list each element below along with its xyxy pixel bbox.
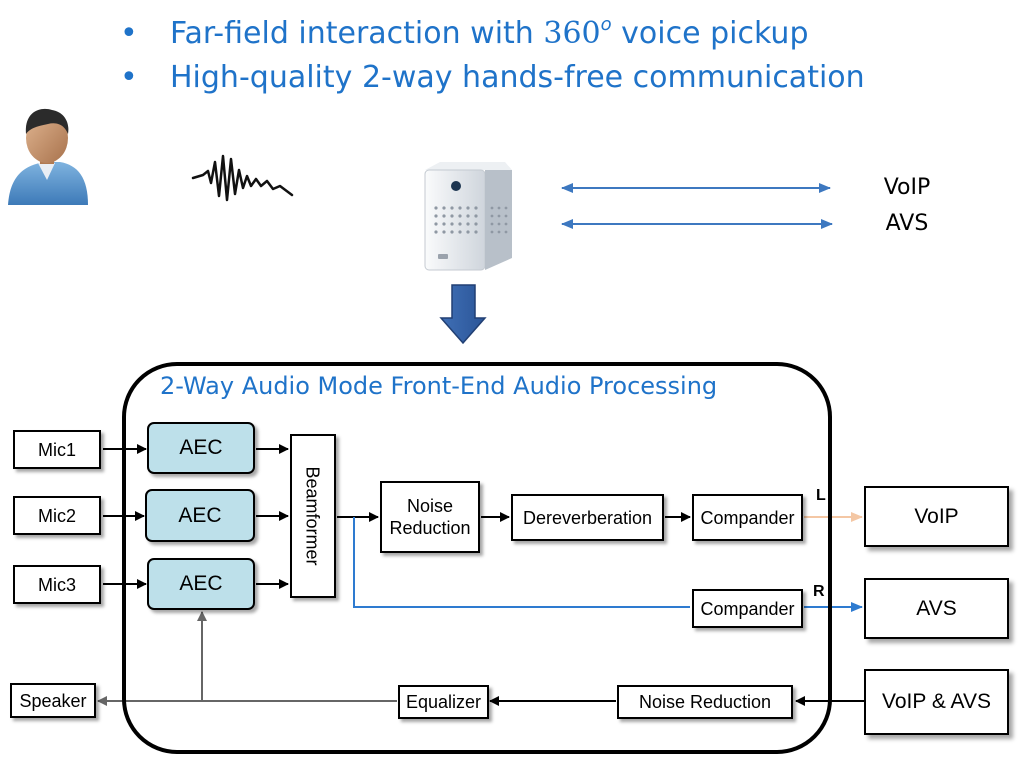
top-avs-label: AVS: [885, 211, 929, 236]
down-arrow-icon: [439, 284, 487, 345]
mic2-block: Mic2: [13, 496, 101, 535]
aec1-block: AEC: [147, 422, 255, 474]
bullet-dot: •: [120, 60, 138, 95]
voip-output-block: VoIP: [864, 486, 1009, 547]
bullet-dot: •: [120, 16, 138, 51]
processing-frame: [122, 362, 832, 754]
frame-title: 2-Way Audio Mode Front-End Audio Process…: [160, 372, 718, 400]
aec2-block: AEC: [145, 489, 255, 542]
noise-reduction-block: Noise Reduction: [380, 481, 480, 553]
sound-wave-icon: [191, 154, 294, 202]
bullet-text: High-quality 2-way hands-free communicat…: [170, 60, 865, 95]
bullet-far-field: • Far-field interaction with 360o voice …: [120, 12, 865, 56]
noise-reduction-bottom-block: Noise Reduction: [617, 685, 793, 719]
equalizer-block: Equalizer: [398, 685, 489, 719]
feature-bullets: • Far-field interaction with 360o voice …: [120, 12, 865, 100]
right-channel-label: R: [813, 583, 825, 600]
beamformer-block: Beamformer: [290, 434, 336, 598]
person-avatar-icon: [8, 108, 88, 205]
top-voip-label: VoIP: [883, 175, 931, 200]
avs-output-block: AVS: [864, 578, 1009, 639]
bullet-two-way: • High-quality 2-way hands-free communic…: [120, 56, 865, 100]
mic1-block: Mic1: [13, 430, 101, 469]
voip-avs-input-block: VoIP & AVS: [864, 669, 1009, 735]
dereverberation-block: Dereverberation: [511, 494, 664, 541]
aec3-block: AEC: [147, 558, 255, 610]
smart-speaker-device-icon: [424, 162, 512, 271]
left-channel-label: L: [816, 487, 826, 504]
beamformer-to-compander-r-path: [353, 517, 690, 608]
mic3-block: Mic3: [13, 565, 101, 604]
compander-r-block: Compander: [692, 589, 803, 628]
compander-l-block: Compander: [692, 494, 803, 541]
bullet-number: 360: [543, 16, 601, 51]
beamformer-label: Beamformer: [303, 466, 323, 566]
speaker-block: Speaker: [10, 683, 96, 718]
bullet-text-post: voice pickup: [611, 16, 809, 51]
bullet-text-pre: Far-field interaction with: [170, 16, 544, 51]
bullet-superscript: o: [600, 14, 612, 35]
